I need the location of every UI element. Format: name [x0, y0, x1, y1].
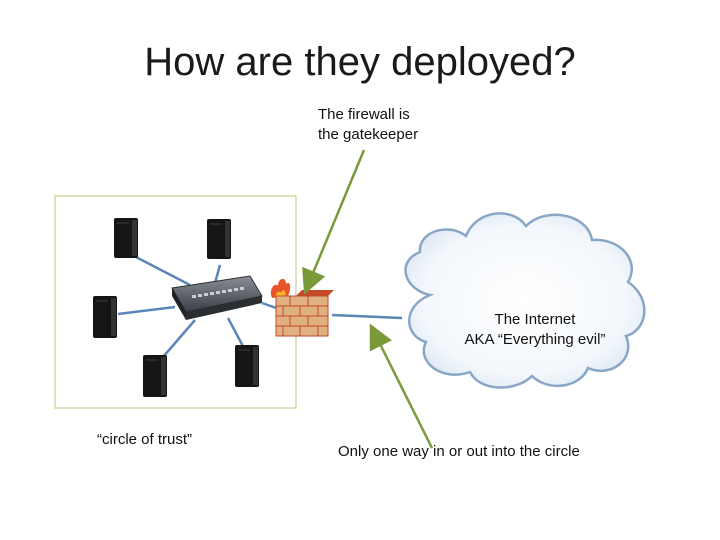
internet-label: The Internet AKA “Everything evil” — [440, 310, 630, 350]
network-switch-icon — [171, 275, 263, 320]
server-icon — [143, 355, 167, 397]
connectors — [117, 253, 403, 358]
server-icon — [235, 345, 259, 387]
firewall-caption-line-2: the gatekeeper — [318, 126, 419, 143]
slide-title: How are they deployed? — [144, 40, 576, 84]
connector-server-5 — [226, 317, 247, 351]
server-icon — [207, 219, 231, 259]
trust-label: “circle of trust” — [97, 431, 193, 448]
one-way-label: Only one way in or out into the circle — [338, 443, 580, 460]
connector-server-4 — [162, 319, 196, 358]
connector-server-1 — [131, 253, 191, 287]
gatekeeper-arrow — [302, 149, 366, 295]
firewall-caption-line-1: The firewall is — [318, 106, 410, 123]
internet-cloud — [404, 212, 646, 389]
connector-server-2 — [213, 264, 222, 284]
connector-firewall-internet — [331, 313, 403, 320]
server-icon — [114, 218, 138, 258]
firewall-icon — [270, 278, 334, 337]
server-icon — [93, 296, 117, 338]
internet-label-line-1: The Internet — [494, 311, 576, 328]
internet-label-line-2: AKA “Everything evil” — [464, 331, 606, 348]
connector-server-3 — [117, 305, 176, 316]
firewall-caption: The firewall is the gatekeeper — [318, 105, 468, 145]
one-way-arrow — [369, 323, 434, 449]
